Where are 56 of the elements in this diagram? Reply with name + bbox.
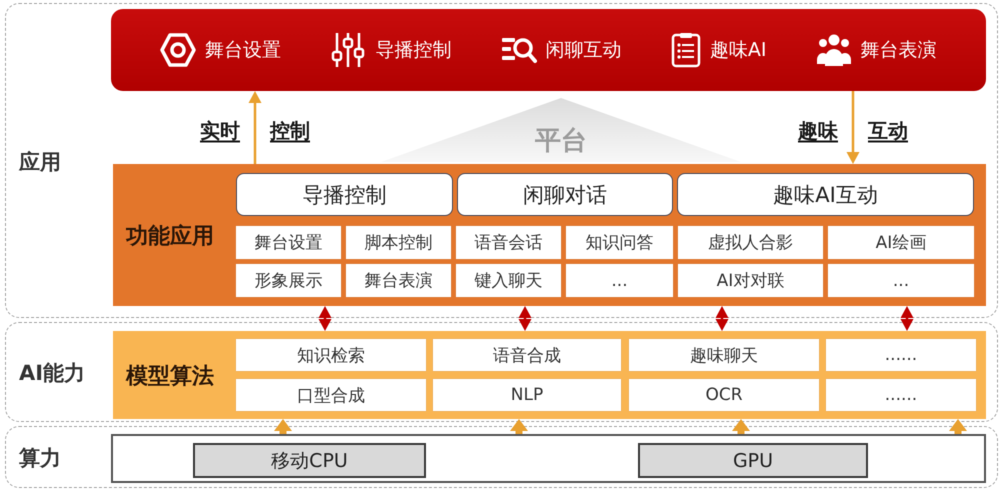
feature-cell: 键入聊天	[456, 264, 561, 297]
diamond-connector	[901, 306, 913, 331]
algorithm-cell: OCR	[629, 379, 819, 411]
banner	[111, 9, 986, 91]
feature-cell: 语音会话	[456, 226, 561, 259]
hardware-frame	[111, 434, 986, 483]
arrow	[952, 419, 964, 434]
diamond-connector	[519, 306, 531, 331]
feature-cell: ...	[566, 264, 673, 297]
algorithm-cell: 知识检索	[236, 339, 426, 371]
arrow	[249, 91, 261, 164]
banner-label: 导播控制	[375, 38, 452, 63]
hardware-item: 移动CPU	[193, 443, 426, 478]
panel-title: 功能应用	[126, 222, 214, 251]
feature-cell: 脚本控制	[346, 226, 451, 259]
platform-label: 平台	[534, 125, 588, 158]
arrow	[847, 91, 859, 164]
algorithm-cell: NLP	[433, 379, 621, 411]
category-header: 导播控制	[236, 173, 453, 216]
feature-cell: 知识问答	[566, 226, 673, 259]
feature-cell: ...	[828, 264, 974, 297]
panel-title: 模型算法	[126, 363, 214, 391]
algorithm-panel	[113, 331, 986, 419]
banner-label: 舞台设置	[205, 38, 282, 63]
edge-label: 实时 控制	[200, 118, 310, 144]
layer-frame	[5, 426, 998, 488]
category-header: 趣味AI互动	[677, 173, 974, 216]
platform-roof	[381, 98, 741, 162]
feature-cell: 虚拟人合影	[678, 226, 823, 259]
arrow	[277, 419, 289, 434]
hardware-item: GPU	[638, 443, 868, 478]
banner-label: 闲聊互动	[546, 38, 622, 63]
layer-title: AI能力	[19, 360, 86, 387]
algorithm-cell: 语音合成	[433, 339, 621, 371]
banner-label: 舞台表演	[860, 38, 937, 63]
layer-frame	[5, 3, 998, 318]
feature-cell: 舞台表演	[346, 264, 451, 297]
arrow	[513, 419, 525, 434]
algorithm-cell: 口型合成	[236, 379, 426, 411]
feature-cell: AI绘画	[828, 226, 974, 259]
banner-label: 趣味AI	[710, 38, 766, 63]
function-panel	[113, 164, 986, 306]
layer-frame	[5, 322, 998, 422]
feature-cell: 舞台设置	[236, 226, 341, 259]
diamond-connector	[319, 306, 331, 331]
edge-label: 趣味 互动	[798, 118, 908, 144]
feature-cell: 形象展示	[236, 264, 341, 297]
feature-cell: AI对对联	[678, 264, 823, 297]
category-header: 闲聊对话	[457, 173, 673, 216]
layer-title: 应用	[19, 148, 61, 176]
diamond-connector	[716, 306, 728, 331]
algorithm-cell: 趣味聊天	[629, 339, 819, 371]
algorithm-cell: ......	[826, 379, 976, 411]
algorithm-cell: ......	[826, 339, 976, 371]
arrow	[735, 419, 747, 434]
layer-title: 算力	[19, 445, 61, 472]
